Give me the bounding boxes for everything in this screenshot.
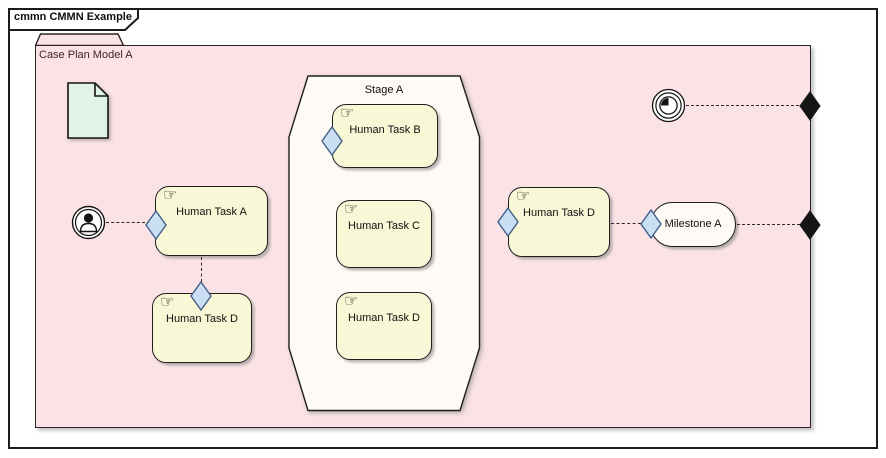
task-label: Human Task D	[166, 313, 238, 325]
hand-icon: ☞	[160, 294, 175, 311]
diamond-sentry-icon[interactable]	[321, 126, 343, 156]
hand-icon: ☞	[516, 188, 531, 205]
black-diamond-sentry-icon[interactable]	[799, 210, 821, 240]
task-label: Human Task A	[176, 206, 247, 218]
connector-taskA-taskD[interactable]	[201, 257, 202, 282]
frame-title: cmmn CMMN Example	[14, 11, 132, 23]
connector-milestone-exit[interactable]	[737, 224, 800, 225]
clock-icon[interactable]	[651, 88, 686, 123]
black-diamond-sentry-icon[interactable]	[799, 91, 821, 121]
hand-icon: ☞	[344, 293, 359, 310]
diamond-sentry-icon[interactable]	[640, 209, 662, 239]
task-label: Human Task C	[348, 220, 420, 232]
stage-label: Stage A	[364, 84, 404, 96]
connector-role-taskA[interactable]	[106, 222, 145, 223]
task-human-task-d-stage[interactable]: ☞ Human Task D	[336, 292, 432, 360]
diamond-sentry-icon[interactable]	[497, 207, 519, 237]
milestone-label: Milestone A	[664, 218, 722, 230]
diamond-sentry-icon[interactable]	[190, 281, 212, 311]
connector-timer-exit[interactable]	[686, 105, 799, 106]
milestone-a[interactable]: Milestone A	[650, 202, 736, 247]
person-icon[interactable]	[71, 205, 106, 240]
frame-label-pentagon	[8, 8, 139, 31]
task-human-task-d-right[interactable]: ☞ Human Task D	[508, 187, 610, 257]
task-human-task-c[interactable]: ☞ Human Task C	[336, 200, 432, 268]
task-label: Human Task B	[349, 124, 421, 136]
task-label: Human Task D	[523, 207, 595, 219]
diamond-sentry-icon[interactable]	[145, 210, 167, 240]
hand-icon: ☞	[163, 187, 178, 204]
hand-icon: ☞	[340, 105, 355, 122]
task-human-task-a[interactable]: ☞ Human Task A	[155, 186, 268, 256]
hand-icon: ☞	[344, 201, 359, 218]
connector-taskD-milestone[interactable]	[611, 223, 641, 224]
case-plan-label: Case Plan Model A	[39, 49, 133, 61]
document-icon[interactable]	[67, 82, 111, 140]
task-human-task-b[interactable]: ☞ Human Task B	[332, 104, 438, 168]
task-label: Human Task D	[348, 312, 420, 324]
